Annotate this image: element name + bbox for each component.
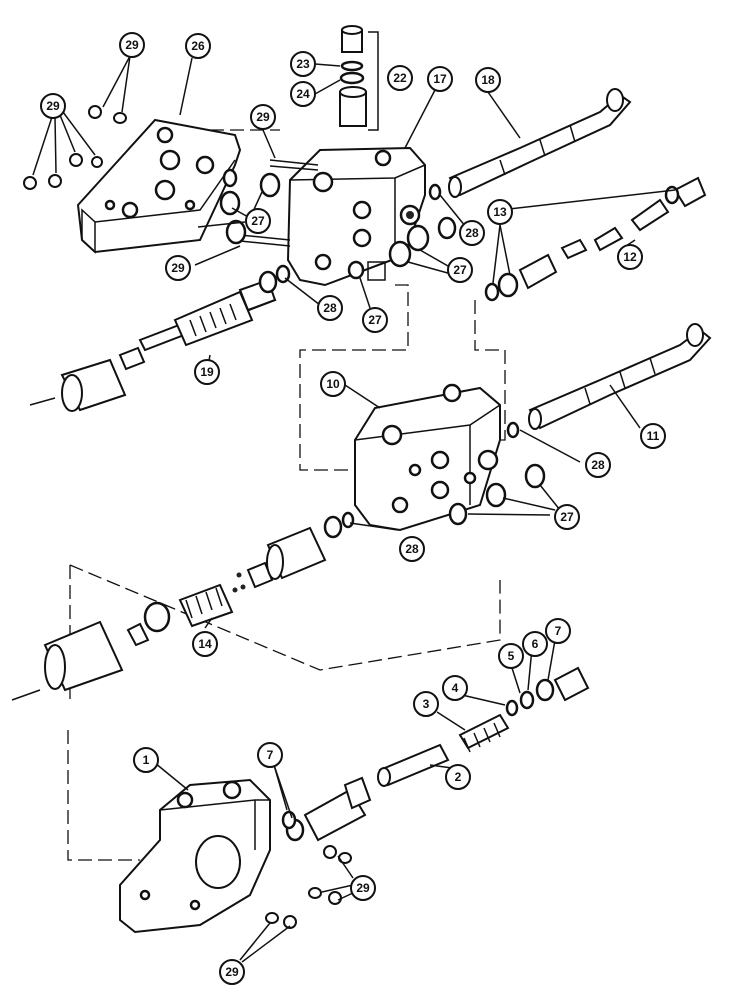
svg-text:29: 29 <box>225 965 239 979</box>
nuts-washers-29-bottom <box>265 845 352 929</box>
svg-text:28: 28 <box>323 301 337 315</box>
callout-10: 10 <box>320 371 346 397</box>
relief-valve-assembly-2 <box>281 666 590 842</box>
svg-text:28: 28 <box>591 458 605 472</box>
svg-text:22: 22 <box>393 71 407 85</box>
spool-18 <box>448 88 632 198</box>
callout-7-lower: 7 <box>257 742 283 768</box>
svg-text:29: 29 <box>125 38 139 52</box>
svg-text:29: 29 <box>356 881 370 895</box>
svg-text:29: 29 <box>46 99 60 113</box>
callout-28-middle: 28 <box>585 452 611 478</box>
relief-valve-cartridge-12 <box>484 176 707 302</box>
callout-29-lower-right: 29 <box>350 875 376 901</box>
svg-text:4: 4 <box>452 681 459 695</box>
svg-text:14: 14 <box>198 637 212 651</box>
callout-29-stud-lower: 29 <box>165 255 191 281</box>
svg-text:27: 27 <box>560 510 574 524</box>
callout-27-small: 27 <box>362 307 388 333</box>
svg-text:27: 27 <box>251 214 265 228</box>
callout-27-upper: 27 <box>245 208 271 234</box>
nuts-washers-29-top <box>23 105 127 190</box>
o-rings-27-upper <box>219 168 457 284</box>
callout-29-top: 29 <box>119 32 145 58</box>
svg-text:27: 27 <box>368 313 382 327</box>
svg-text:5: 5 <box>508 649 515 663</box>
svg-text:17: 17 <box>433 72 447 86</box>
callout-14: 14 <box>192 631 218 657</box>
svg-text:2: 2 <box>455 770 462 784</box>
callout-13: 13 <box>487 199 513 225</box>
svg-text:28: 28 <box>405 542 419 556</box>
callout-4: 4 <box>442 675 468 701</box>
svg-text:6: 6 <box>532 637 539 651</box>
svg-text:7: 7 <box>555 624 562 638</box>
callout-19: 19 <box>194 359 220 385</box>
callout-29-stud-upper: 29 <box>250 104 276 130</box>
svg-text:26: 26 <box>191 39 205 53</box>
svg-text:23: 23 <box>296 57 310 71</box>
callout-5: 5 <box>498 643 524 669</box>
svg-text:18: 18 <box>481 73 495 87</box>
callout-27-middle: 27 <box>554 504 580 530</box>
callout-28-left: 28 <box>317 295 343 321</box>
callout-2: 2 <box>445 764 471 790</box>
inlet-end-cover-1 <box>119 778 271 934</box>
o-rings-27-middle <box>323 421 546 539</box>
relief-valve-assembly-22 <box>339 25 379 131</box>
svg-text:1: 1 <box>143 753 150 767</box>
callout-6: 6 <box>522 631 548 657</box>
svg-text:27: 27 <box>453 263 467 277</box>
svg-text:19: 19 <box>200 365 214 379</box>
svg-text:11: 11 <box>647 429 660 443</box>
callout-18: 18 <box>475 67 501 93</box>
callout-26: 26 <box>185 33 211 59</box>
spring-cap-assembly-19 <box>29 270 278 412</box>
callout-29-left: 29 <box>40 93 66 119</box>
svg-text:28: 28 <box>465 226 479 240</box>
svg-text:29: 29 <box>256 110 270 124</box>
svg-text:7: 7 <box>267 748 274 762</box>
callout-11: 11 <box>640 423 666 449</box>
svg-text:13: 13 <box>493 205 507 219</box>
callout-12: 12 <box>617 244 643 270</box>
spring-cap-assembly-14 <box>11 526 327 701</box>
callout-24: 24 <box>290 81 316 107</box>
callout-29-bottom: 29 <box>219 959 245 985</box>
callout-17: 17 <box>427 66 453 92</box>
valve-section-10 <box>354 383 501 532</box>
svg-text:29: 29 <box>171 261 185 275</box>
callout-28-upper: 28 <box>459 220 485 246</box>
callout-27-right: 27 <box>447 257 473 283</box>
callout-28-lower: 28 <box>399 536 425 562</box>
callout-3: 3 <box>413 691 439 717</box>
callout-1: 1 <box>133 747 159 773</box>
callout-22: 22 <box>387 65 413 91</box>
leader-lines <box>32 55 676 963</box>
spool-11 <box>528 323 712 430</box>
svg-text:12: 12 <box>623 250 637 264</box>
svg-text:24: 24 <box>296 87 310 101</box>
callout-7-upper: 7 <box>545 618 571 644</box>
callout-23: 23 <box>290 51 316 77</box>
end-cover-plate-26 <box>76 118 242 254</box>
svg-text:3: 3 <box>423 697 430 711</box>
svg-text:10: 10 <box>326 377 340 391</box>
